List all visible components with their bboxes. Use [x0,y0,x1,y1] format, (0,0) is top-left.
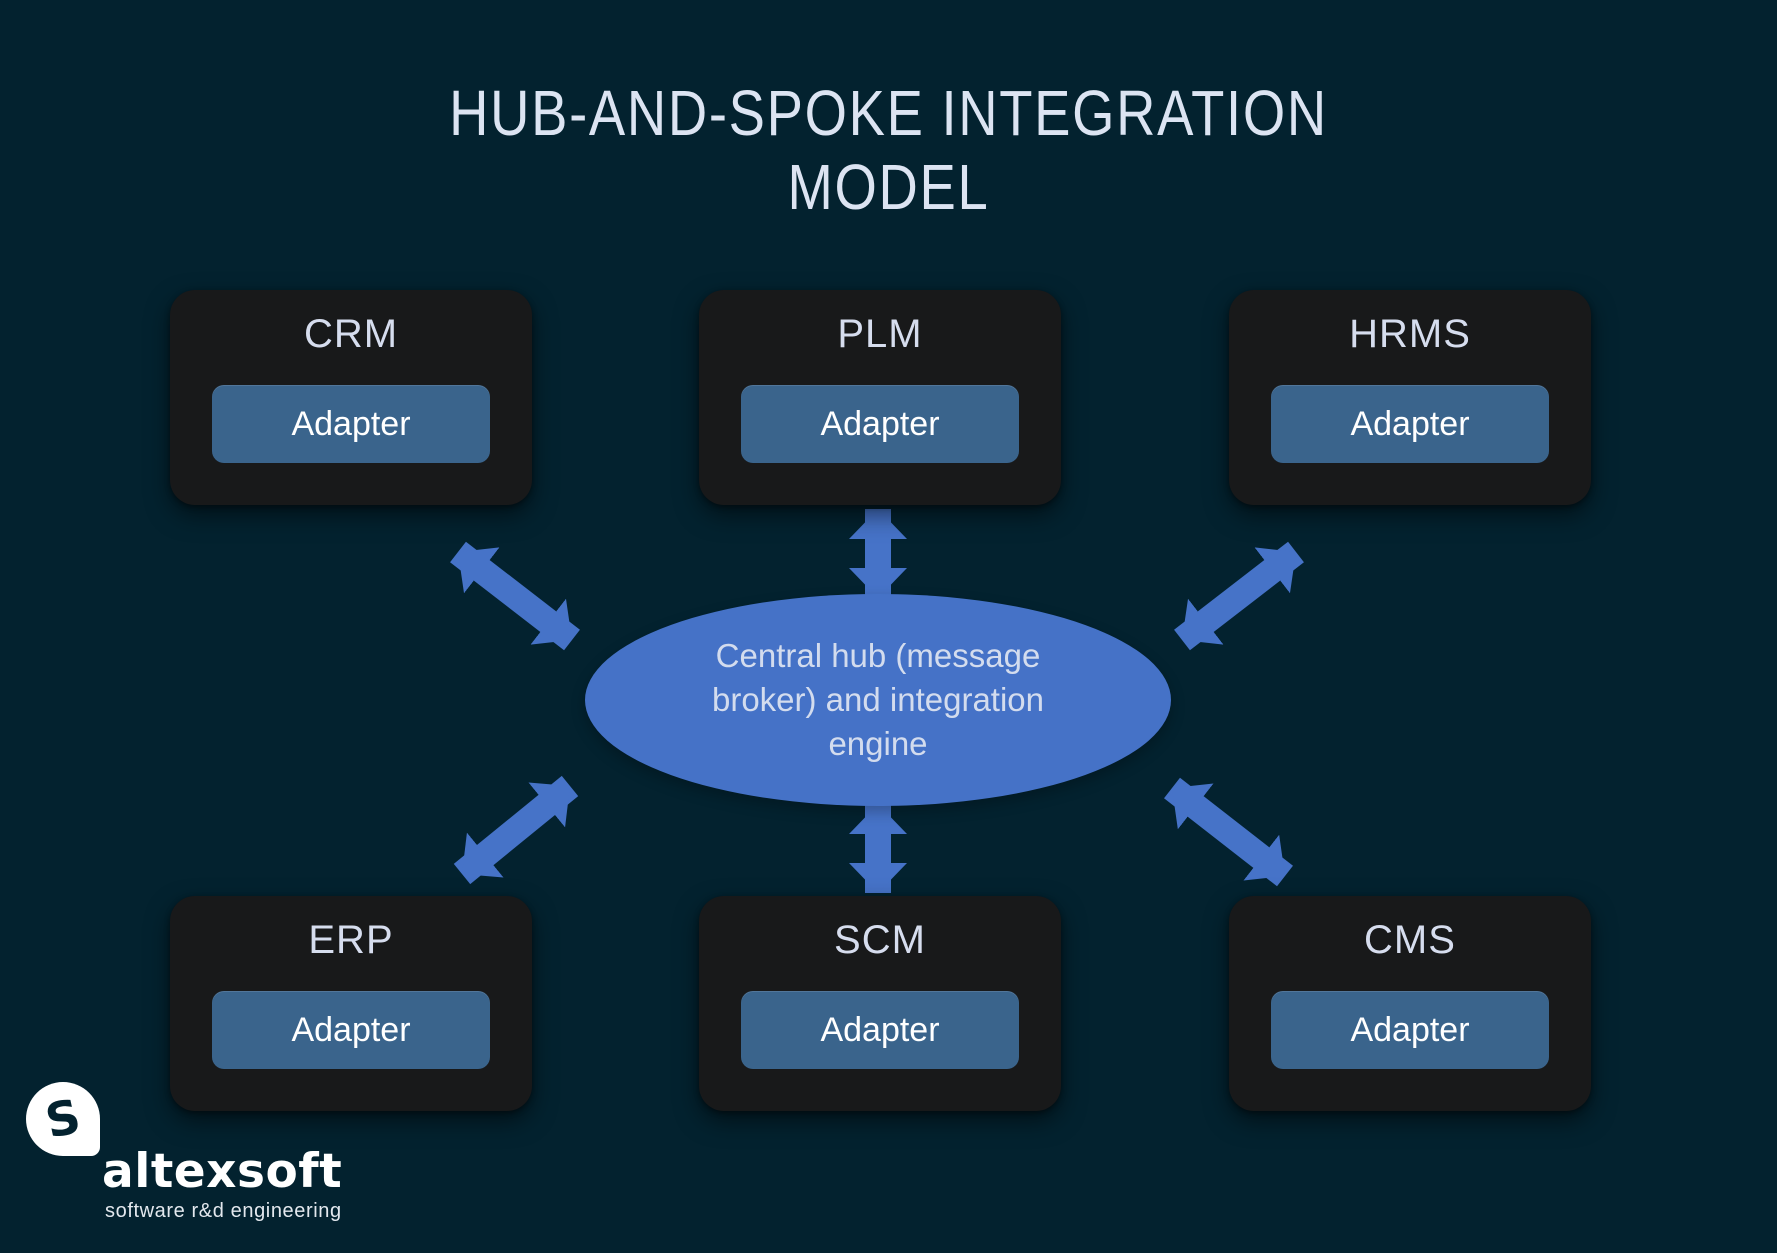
system-label: HRMS [1349,312,1471,356]
altexsoft-logo-icon [26,1082,100,1156]
central-hub-ellipse: Central hub (message broker) and integra… [585,594,1171,806]
system-box-plm: PLM Adapter [699,290,1061,505]
arrow-hub-hrms [1174,541,1304,651]
adapter-button: Adapter [212,991,490,1069]
adapter-button: Adapter [212,385,490,463]
logo-brand-text: altexsoft [102,1144,343,1199]
arrow-hub-crm [450,541,580,651]
system-box-erp: ERP Adapter [170,896,532,1111]
title-line-1: HUB-AND-SPOKE INTEGRATION [449,77,1328,149]
adapter-button: Adapter [1271,385,1549,463]
logo-tagline-text: software r&d engineering [105,1200,342,1222]
logo-s-glyph: S [40,1088,86,1150]
adapter-button: Adapter [741,991,1019,1069]
arrow-hub-erp [453,775,579,885]
system-box-cms: CMS Adapter [1229,896,1591,1111]
system-label: SCM [834,918,926,962]
adapter-button: Adapter [741,385,1019,463]
title-line-2: MODEL [787,151,990,224]
adapter-button: Adapter [1271,991,1549,1069]
system-label: CMS [1364,918,1456,962]
system-box-crm: CRM Adapter [170,290,532,505]
system-box-hrms: HRMS Adapter [1229,290,1591,505]
diagram-title: HUB-AND-SPOKE INTEGRATION MODEL [0,76,1777,224]
arrow-hub-cms [1164,777,1293,887]
system-label: PLM [837,312,923,356]
system-label: CRM [303,312,399,356]
system-box-scm: SCM Adapter [699,896,1061,1111]
system-label: ERP [308,918,394,962]
central-hub-label: Central hub (message broker) and integra… [711,637,1045,762]
